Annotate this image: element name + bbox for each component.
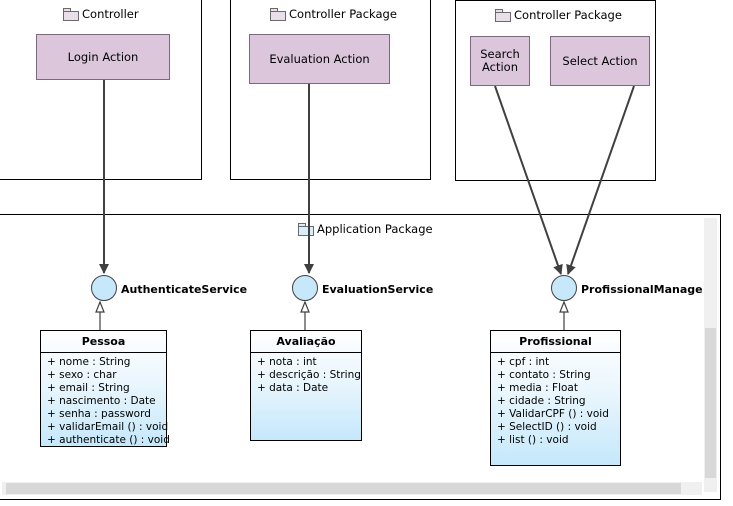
package-label: Controller Package <box>289 7 397 21</box>
class-name: Avaliação <box>251 331 361 353</box>
evaluation-service-interface[interactable] <box>292 275 318 301</box>
class-member: + contato : String <box>497 369 591 381</box>
class-avaliacao[interactable]: Avaliação + nota : int + descrição : Str… <box>250 330 362 441</box>
package-label: Controller Package <box>514 8 622 22</box>
profissional-manage-service-interface[interactable] <box>551 275 577 301</box>
controller-package-left[interactable]: Controller <box>0 0 202 180</box>
class-member: + SelectID () : void <box>497 421 597 433</box>
class-name: Profissional <box>491 331 620 353</box>
class-member: + authenticate () : void <box>47 434 170 446</box>
evaluation-service-label: EvaluationService <box>322 283 434 296</box>
login-action[interactable]: Login Action <box>36 34 170 80</box>
class-member: + nome : String <box>47 356 131 368</box>
class-pessoa[interactable]: Pessoa + nome : String + sexo : char + e… <box>40 330 170 447</box>
class-member: + ValidarCPF () : void <box>497 408 609 420</box>
class-member: + email : String <box>47 382 130 394</box>
class-member: + data : Date <box>257 382 329 394</box>
package-label: Application Package <box>317 222 433 236</box>
class-member: + validarEmail () : void <box>47 421 169 433</box>
realization-profissional-head <box>559 300 569 313</box>
controller-package-middle[interactable]: Controller Package <box>230 0 431 180</box>
dependency-search-profissional <box>494 85 563 275</box>
evaluation-action-label: Evaluation Action <box>269 51 370 66</box>
class-member: + nota : int <box>257 356 317 368</box>
class-profissional[interactable]: Profissional + cpf : int + contato : Str… <box>490 330 621 466</box>
evaluation-action[interactable]: Evaluation Action <box>249 34 390 84</box>
select-action[interactable]: Select Action <box>550 36 650 86</box>
class-attributes: + nota : int + descrição : String + data… <box>251 353 361 395</box>
class-member: + nascimento : Date <box>47 395 156 407</box>
class-member: + sexo : char <box>47 369 117 381</box>
search-action[interactable]: Search Action <box>470 36 530 86</box>
class-name: Pessoa <box>41 331 166 353</box>
package-label: Controller <box>82 7 139 21</box>
login-action-label: Login Action <box>67 49 139 64</box>
realization-pessoa-head <box>95 300 105 313</box>
package-icon <box>270 8 286 21</box>
class-member: + list () : void <box>497 434 569 446</box>
profissional-manage-service-label: ProfissionalManageSer <box>581 283 703 296</box>
class-member: + senha : password <box>47 408 151 420</box>
dependency-select-profissional <box>566 85 635 275</box>
scrollbar-thumb[interactable] <box>6 483 681 494</box>
class-member: + cidade : String <box>497 395 586 407</box>
authenticate-service-label: AuthenticateService <box>121 283 248 296</box>
class-member: + cpf : int <box>497 356 550 368</box>
class-member: + descrição : String <box>257 369 361 381</box>
package-icon <box>63 8 79 21</box>
authenticate-service-interface[interactable] <box>91 275 117 301</box>
class-attributes: + nome : String + sexo : char + email : … <box>41 353 170 447</box>
package-icon <box>495 9 511 22</box>
controller-package-right[interactable]: Controller Package <box>455 0 656 181</box>
vertical-scrollbar[interactable] <box>704 218 717 492</box>
search-action-label-line1: Search <box>480 47 520 61</box>
search-action-label-line2: Action <box>481 60 519 74</box>
package-icon <box>298 223 314 236</box>
realization-avaliacao-head <box>300 300 310 313</box>
horizontal-scrollbar[interactable] <box>2 482 702 495</box>
select-action-label: Select Action <box>562 53 638 68</box>
scrollbar-thumb[interactable] <box>705 328 716 478</box>
class-attributes: + cpf : int + contato : String + media :… <box>491 353 620 447</box>
class-member: + media : Float <box>497 382 578 394</box>
